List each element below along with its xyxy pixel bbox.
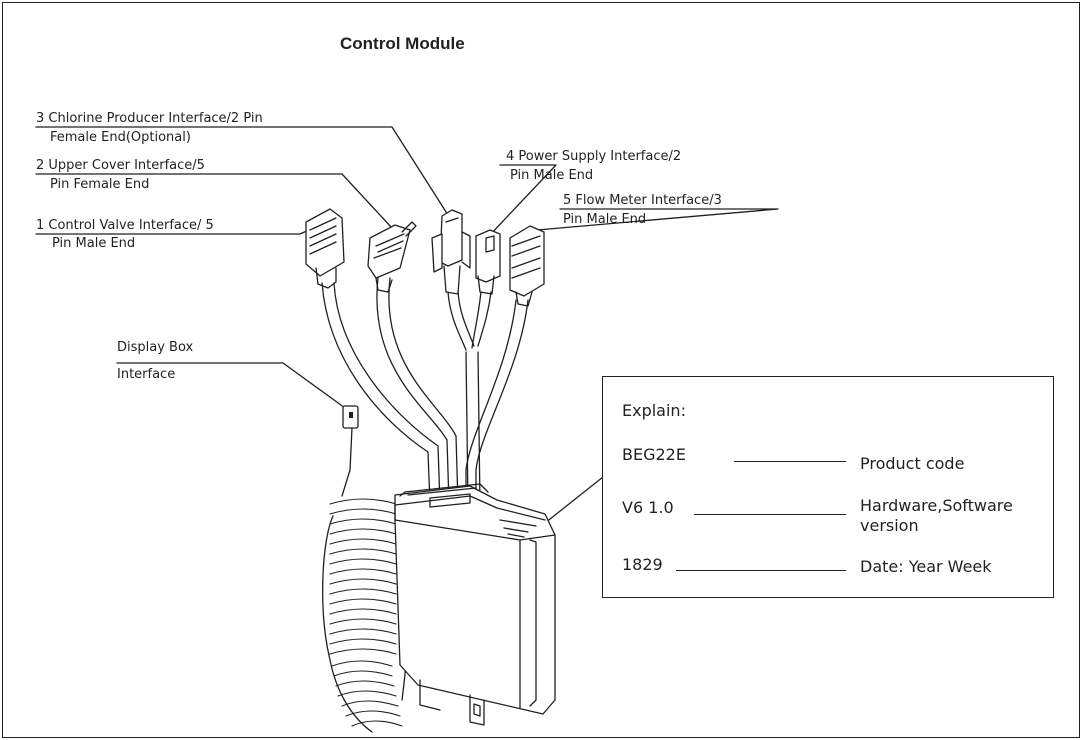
explain-heading: Explain: <box>622 401 686 420</box>
display-box-connector <box>342 405 359 429</box>
connector-control-valve <box>305 208 345 289</box>
label-power-supply-line1: 4 Power Supply Interface/2 <box>506 149 682 164</box>
coil-loops <box>329 498 403 727</box>
explain-code-product: BEG22E <box>622 445 686 464</box>
explain-legend-box <box>602 376 1054 598</box>
connector-upper-cover <box>367 221 417 293</box>
label-flow-meter-line1: 5 Flow Meter Interface/3 <box>563 193 722 208</box>
label-control-valve-line2: Pin Male End <box>52 236 136 251</box>
explain-meaning-date: Date: Year Week <box>860 557 992 576</box>
explain-meaning-version-line1: Hardware,Software <box>860 496 1013 515</box>
label-chlorine-producer-line2: Female End(Optional) <box>50 130 191 145</box>
label-chlorine-producer-line1: 3 Chlorine Producer Interface/2 Pin <box>36 111 263 126</box>
explain-underline-product <box>734 461 846 462</box>
label-power-supply-line2: Pin Male End <box>510 168 594 183</box>
label-flow-meter-line2: Pin Male End <box>563 212 647 227</box>
label-upper-cover-line2: Pin Female End <box>50 177 150 192</box>
connector-power-supply <box>475 229 501 295</box>
diagram-title: Control Module <box>340 34 465 53</box>
explain-underline-date <box>676 570 846 571</box>
label-display-box-line1: Display Box <box>117 340 194 355</box>
cables <box>321 277 529 506</box>
explain-code-version: V6 1.0 <box>622 498 674 517</box>
label-display-box-line2: Interface <box>117 367 176 382</box>
connector-flow-meter <box>509 225 545 307</box>
explain-meaning-product: Product code <box>860 454 965 473</box>
explain-meaning-version-line2: version <box>860 516 919 535</box>
module-body <box>394 483 556 726</box>
explain-code-date: 1829 <box>622 555 663 574</box>
label-control-valve-line1: 1 Control Valve Interface/ 5 <box>36 218 214 233</box>
label-upper-cover-line1: 2 Upper Cover Interface/5 <box>36 158 205 173</box>
explain-underline-version <box>694 514 846 515</box>
connector-chlorine-producer <box>431 209 471 295</box>
